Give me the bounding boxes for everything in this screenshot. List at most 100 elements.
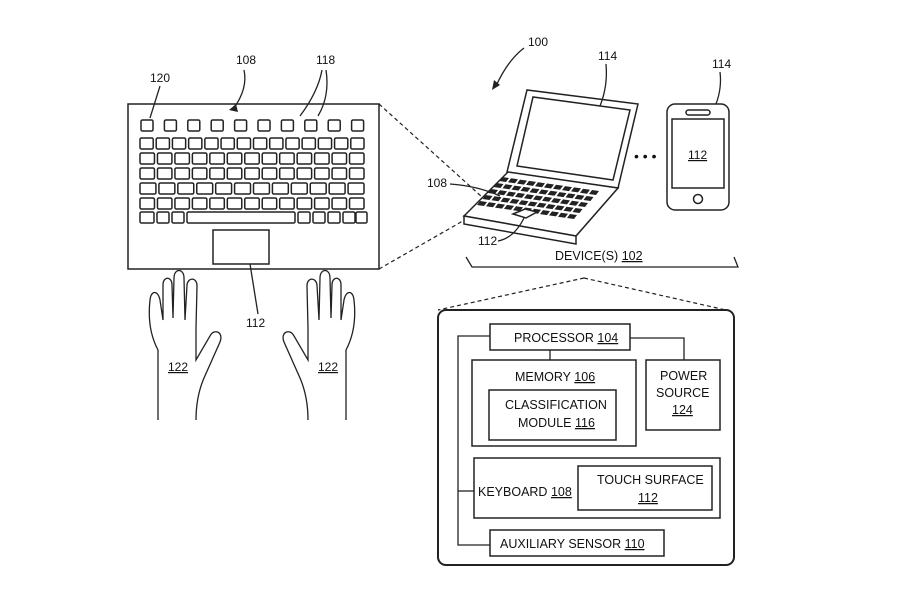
leader-114-laptop xyxy=(599,63,608,107)
laptop-key xyxy=(542,196,552,202)
key xyxy=(156,197,173,210)
laptop-key xyxy=(533,195,543,201)
power-line2: SOURCE xyxy=(656,386,709,400)
laptop-key xyxy=(567,214,577,219)
key xyxy=(158,182,176,195)
laptop-key xyxy=(556,192,567,198)
key xyxy=(261,197,278,210)
key xyxy=(139,197,156,210)
laptop-key xyxy=(526,180,536,186)
laptop-key xyxy=(500,197,511,203)
leader-112-laptop xyxy=(497,217,525,242)
ref-114-phone: 114 xyxy=(712,57,731,71)
key xyxy=(355,211,368,224)
leader-112-kbd xyxy=(249,263,259,315)
key xyxy=(171,211,185,224)
key xyxy=(244,152,260,165)
ref-114-laptop: 114 xyxy=(598,49,617,63)
function-key xyxy=(257,119,271,132)
function-key xyxy=(163,119,178,132)
devices-label: DEVICE(S) 102 xyxy=(555,249,643,263)
classification-line1: CLASSIFICATION xyxy=(505,398,607,412)
key xyxy=(350,137,365,150)
ref-108-top: 108 xyxy=(236,53,256,67)
laptop-key xyxy=(549,211,559,217)
function-key xyxy=(210,119,224,132)
laptop-key xyxy=(517,179,527,185)
laptop-key xyxy=(491,196,502,202)
key xyxy=(196,182,214,195)
laptop-key xyxy=(511,185,522,191)
laptop-key xyxy=(527,201,538,207)
key xyxy=(285,137,300,150)
laptop-key xyxy=(538,189,549,195)
laptop-key xyxy=(495,203,505,209)
processor-label: PROCESSOR 104 xyxy=(514,331,618,345)
key xyxy=(313,197,330,210)
laptop-key xyxy=(558,212,568,218)
key xyxy=(156,152,173,165)
auxiliary-sensor-box xyxy=(489,529,665,557)
laptop-key xyxy=(497,190,507,196)
phone-home-button xyxy=(692,193,704,205)
function-key xyxy=(140,119,154,132)
enlarged-keyboard xyxy=(127,103,380,270)
key xyxy=(139,152,156,165)
key xyxy=(191,197,208,210)
function-key xyxy=(350,119,365,132)
laptop-key xyxy=(580,188,590,194)
laptop-key xyxy=(504,204,514,210)
key xyxy=(244,197,260,210)
ref-112-laptop: 112 xyxy=(478,234,497,248)
laptop-key xyxy=(562,186,572,192)
classification-line2: MODULE 116 xyxy=(518,416,595,430)
laptop-key xyxy=(506,191,516,197)
key xyxy=(268,137,284,150)
key xyxy=(174,197,191,210)
key xyxy=(209,167,226,180)
key xyxy=(278,152,295,165)
key xyxy=(297,211,311,224)
laptop-key xyxy=(551,198,561,204)
ref-122-left: 122 xyxy=(168,360,188,374)
leader-118-a xyxy=(299,69,323,117)
aux-label: AUXILIARY SENSOR 110 xyxy=(500,537,645,551)
leader-120 xyxy=(149,85,161,119)
leader-118-b xyxy=(317,69,328,117)
bus-power xyxy=(630,337,685,360)
function-key xyxy=(304,119,318,132)
devices-bracket xyxy=(465,256,739,268)
laptop-key xyxy=(529,188,540,194)
devices-dash-right xyxy=(583,277,727,311)
laptop-key xyxy=(572,208,583,213)
laptop-key xyxy=(560,199,570,205)
function-key xyxy=(233,119,248,132)
ref-122-right: 122 xyxy=(318,360,338,374)
phone-icon: 112 xyxy=(666,103,730,211)
laptop-key xyxy=(578,202,588,207)
key xyxy=(331,152,348,165)
ref-112-phone: 112 xyxy=(688,148,707,162)
key xyxy=(177,182,195,195)
function-key xyxy=(280,119,295,132)
key-grid xyxy=(139,119,368,224)
laptop-key xyxy=(563,206,574,212)
laptop-key xyxy=(509,198,520,204)
laptop-key xyxy=(535,182,545,188)
key xyxy=(331,197,348,210)
key xyxy=(278,197,295,210)
laptop-key xyxy=(583,196,594,201)
key xyxy=(244,167,260,180)
laptop-key xyxy=(547,190,558,196)
touch-line1: TOUCH SURFACE xyxy=(597,473,704,487)
laptop-key xyxy=(482,195,493,200)
laptop-key xyxy=(565,193,576,199)
key xyxy=(226,152,243,165)
key xyxy=(252,182,271,195)
spacebar-key xyxy=(186,211,296,224)
key xyxy=(209,197,226,210)
power-num: 124 xyxy=(672,403,693,417)
key xyxy=(328,182,346,195)
key xyxy=(191,152,208,165)
laptop-key xyxy=(569,200,579,206)
